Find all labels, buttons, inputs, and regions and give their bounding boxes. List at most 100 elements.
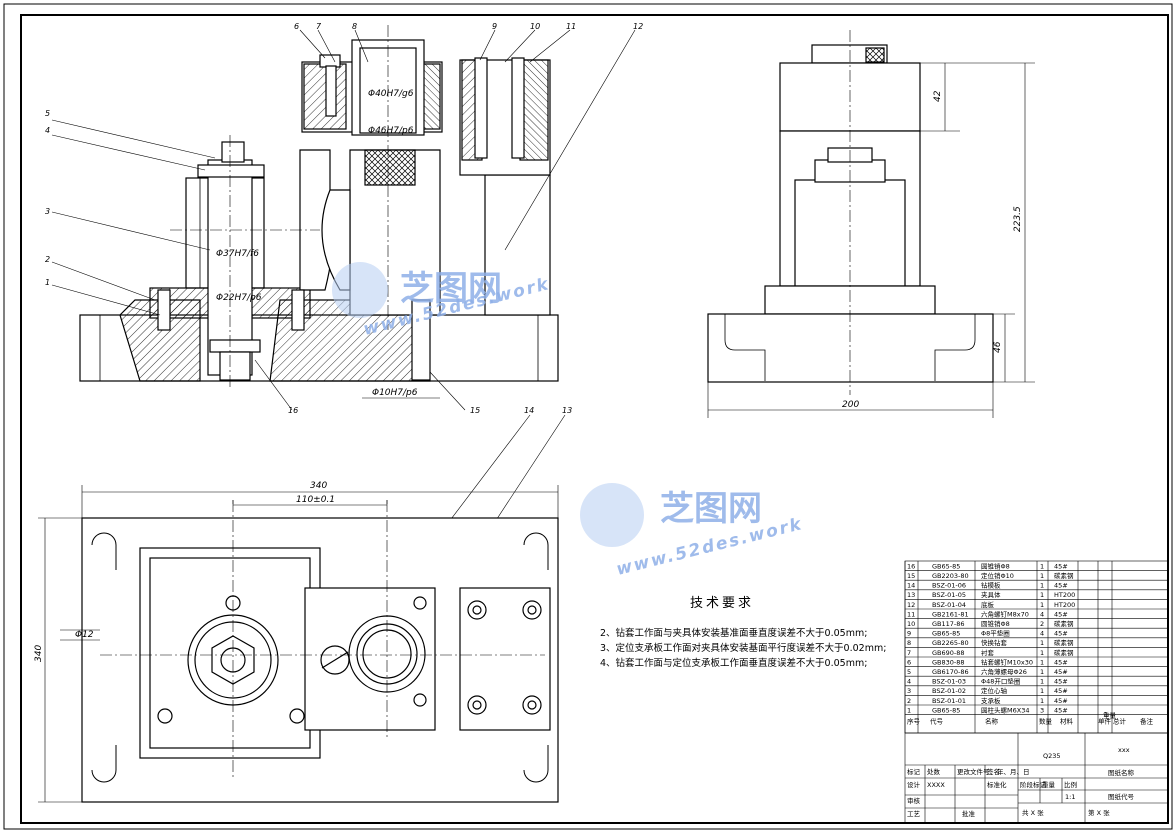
bom-cell: 1 (1040, 649, 1044, 657)
bom-cell: GB830-88 (932, 658, 965, 666)
label-12: 12 (633, 22, 643, 31)
bom-cell: 45# (1054, 630, 1068, 638)
label-7: 7 (316, 22, 322, 31)
bom-cell: 45# (1054, 610, 1068, 618)
dim-110: 110±0.1 (296, 495, 335, 505)
label-6: 6 (294, 22, 299, 31)
tb-standard: 标准化 (987, 780, 1007, 789)
bom-cell: 45# (1054, 697, 1068, 705)
plan-view-dimensions (38, 485, 559, 803)
dim-200: 200 (842, 400, 859, 410)
bom-cell: 8 (907, 639, 911, 647)
bom-cell: 11 (907, 610, 915, 618)
bom-cell: BSZ-01-04 (932, 601, 966, 609)
bom-cell: 1 (1040, 562, 1044, 570)
bom-cell: 3 (1040, 706, 1044, 714)
bom-header-cell: 单件 (1098, 717, 1112, 726)
bom-cell: BSZ-01-03 (932, 678, 966, 686)
label-2: 2 (45, 255, 50, 264)
bom-cell: 定位销Φ10 (981, 571, 1014, 580)
bom-cell: 1 (1040, 639, 1044, 647)
bom-cell: 13 (907, 591, 915, 599)
side-view-dim-text: 42 223.5 46 200 (842, 90, 1023, 410)
label-11: 11 (566, 22, 576, 31)
tb-review: 审核 (907, 796, 921, 805)
tb-change-doc: 更改文件号 (957, 767, 990, 776)
bom-header-cell: 备注 (1140, 717, 1154, 726)
bom-cell: 钻模板 (981, 581, 1001, 590)
bom-cell: GB65-85 (932, 706, 960, 714)
bom-cell: HT200 (1054, 591, 1075, 599)
bom-cell: 1 (1040, 678, 1044, 686)
bom-cell: HT200 (1054, 601, 1075, 609)
bom-cell: Φ48开口垫圈 (981, 677, 1020, 686)
bom-cell: 16 (907, 562, 915, 570)
label-14: 14 (524, 406, 534, 415)
label-10: 10 (530, 22, 540, 31)
tb-weight: 重量 (1042, 781, 1056, 789)
bom-cell: 衬套 (981, 648, 995, 657)
tech-line-4: 4、钻套工作面与定位支承板工作面垂直度误差不大于0.05mm; (600, 657, 867, 669)
bom-cell: 6 (907, 658, 911, 666)
bom-cell: 12 (907, 601, 915, 609)
dim-223-5: 223.5 (1013, 206, 1023, 232)
label-5: 5 (45, 109, 50, 118)
bom-cell: 14 (907, 582, 915, 590)
tb-scale-label: 比例 (1064, 780, 1077, 789)
bom-header-cell: 名称 (985, 717, 999, 726)
bom-cell: 1 (1040, 668, 1044, 676)
bom-cell: 4 (907, 678, 911, 686)
bom-cell: 圆锥销Φ8 (981, 561, 1010, 570)
label-13: 13 (562, 406, 572, 415)
plan-view (81, 500, 559, 803)
bom-cell: GB2161-81 (932, 610, 969, 618)
tech-line-3: 3、定位支承板工作面对夹具体安装基面平行度误差不大于0.02mm; (600, 642, 886, 654)
bom-cell: BSZ-01-01 (932, 697, 966, 705)
bom-cell: 夹具体 (981, 590, 1001, 599)
bom-cell: 45# (1054, 582, 1068, 590)
bom-header-cell: 数量 (1039, 717, 1053, 726)
front-view (79, 25, 559, 390)
bom-cell: GB65-85 (932, 562, 960, 570)
bom-cell: 1 (1040, 572, 1044, 580)
tb-approve: 批准 (962, 809, 976, 818)
bom-cell: 4 (1040, 610, 1044, 618)
tb-company: xxx (1118, 746, 1130, 754)
bom-cell: 1 (1040, 591, 1044, 599)
bom-cell: 碳素钢 (1054, 638, 1074, 647)
dim-phi40: Φ40H7/g6 (368, 89, 414, 99)
tb-date: 年、月、日 (997, 767, 1030, 776)
bom-cell: 45# (1054, 706, 1068, 714)
bom-cell: BSZ-01-06 (932, 582, 966, 590)
bom-cell: 定位心轴 (981, 686, 1008, 695)
dim-phi37: Φ37H7/f6 (216, 249, 259, 259)
side-view-dimensions (707, 62, 1035, 418)
bom-cell: 45# (1054, 687, 1068, 695)
dim-phi22: Φ22H7/p6 (216, 293, 262, 303)
bom-cell: 碳素钢 (1054, 571, 1074, 580)
bom-cell: 45# (1054, 562, 1068, 570)
dim-46: 46 (993, 341, 1003, 353)
bom-cell: 钻套螺钉M10x30 (981, 657, 1033, 666)
technical-requirements: 技术要求 2、钻套工作面与夹具体安装基准面垂直度误差不大于0.05mm; 3、定… (600, 596, 886, 669)
tech-title: 技术要求 (690, 596, 754, 611)
tb-design: 设计 (907, 780, 921, 789)
tb-stage: 阶段标记 (1020, 780, 1047, 789)
label-15: 15 (470, 406, 480, 415)
bom-cell: GB65-85 (932, 630, 960, 638)
bom-cell: 1 (1040, 658, 1044, 666)
bom-cell: 45# (1054, 678, 1068, 686)
bom-cell: 底板 (981, 600, 995, 609)
bom-cell: GB117-86 (932, 620, 965, 628)
tb-sheet-total: 共 X 张 (1022, 808, 1044, 817)
tb-drawing-code: 图纸代号 (1108, 792, 1135, 801)
bom-cell: 快换钻套 (981, 638, 1008, 647)
watermark-cn-2: 芝图网 (660, 489, 762, 529)
front-view-dimensions: Φ40H7/g6 Φ46H7/p6 Φ37H7/f6 Φ22H7/p6 Φ10H… (216, 89, 440, 399)
bom-header-cell: 代号 (930, 717, 944, 726)
bom-cell: 15 (907, 572, 915, 580)
dim-42: 42 (933, 90, 943, 102)
dim-phi12: Φ12 (75, 630, 94, 640)
